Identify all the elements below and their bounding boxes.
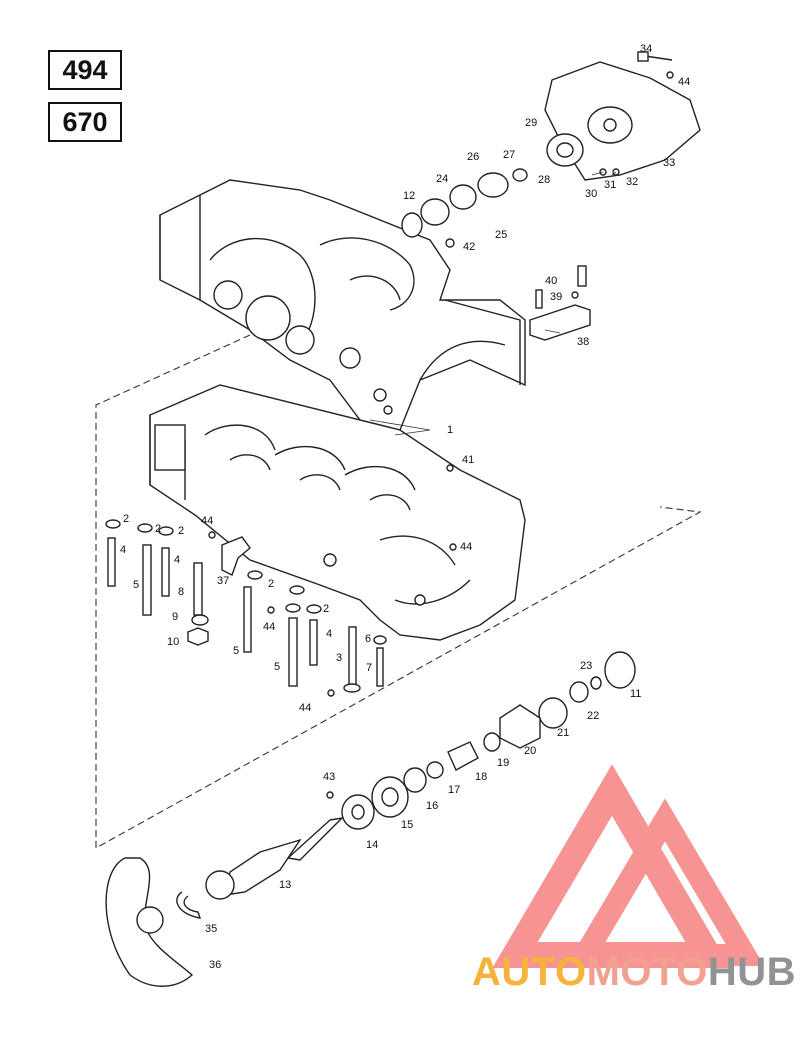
- callout-29: 29: [525, 117, 537, 129]
- model-code-label: 670: [62, 106, 108, 137]
- model-code-label: 494: [62, 54, 108, 85]
- callout-8: 8: [178, 586, 184, 598]
- callout-1: 1: [447, 424, 453, 436]
- callout-2-d: 2: [268, 578, 274, 590]
- callout-7: 7: [366, 662, 372, 674]
- callout-44-b: 44: [201, 515, 213, 527]
- callout-19: 19: [497, 757, 509, 769]
- callout-23: 23: [580, 660, 592, 672]
- lower-crankcase: [149, 384, 526, 641]
- brand-part-3: HUB: [707, 950, 797, 994]
- callout-27: 27: [503, 149, 515, 161]
- callout-43: 43: [323, 771, 335, 783]
- cover-assembly: [401, 51, 701, 248]
- callout-25: 25: [495, 229, 507, 241]
- fasteners: [105, 464, 457, 697]
- callout-33: 33: [663, 157, 675, 169]
- callout-37: 37: [217, 575, 229, 587]
- callout-5-b: 5: [233, 645, 239, 657]
- callout-36: 36: [209, 959, 221, 971]
- leader-lines: [369, 171, 617, 436]
- callout-42: 42: [463, 241, 475, 253]
- callout-18: 18: [475, 771, 487, 783]
- callout-22: 22: [587, 710, 599, 722]
- callout-17: 17: [448, 784, 460, 796]
- shaft-assembly: [105, 651, 636, 987]
- callout-9: 9: [172, 611, 178, 623]
- callout-4-b: 4: [174, 554, 180, 566]
- assembly-outline: [95, 334, 702, 849]
- callout-44-a: 44: [678, 76, 690, 88]
- callout-44-d: 44: [460, 541, 472, 553]
- brand-part-2: MOTO: [586, 950, 708, 994]
- callout-20: 20: [524, 745, 536, 757]
- callout-2-b: 2: [155, 523, 161, 535]
- callout-39: 39: [550, 291, 562, 303]
- callout-14: 14: [366, 839, 378, 851]
- callout-15: 15: [401, 819, 413, 831]
- callout-10: 10: [167, 636, 179, 648]
- callout-21: 21: [557, 727, 569, 739]
- callout-2-c: 2: [178, 525, 184, 537]
- callout-32: 32: [626, 176, 638, 188]
- callout-5-c: 5: [274, 661, 280, 673]
- callout-24: 24: [436, 173, 448, 185]
- callout-2-a: 2: [123, 513, 129, 525]
- callout-4-a: 4: [120, 544, 126, 556]
- callout-35: 35: [205, 923, 217, 935]
- callout-28: 28: [538, 174, 550, 186]
- callout-12: 12: [403, 190, 415, 202]
- callout-38: 38: [577, 336, 589, 348]
- callout-30: 30: [585, 188, 597, 200]
- bracket-assembly: [529, 265, 591, 341]
- model-code-box-494: 494: [48, 50, 122, 90]
- callout-2-e: 2: [323, 603, 329, 615]
- callout-11: 11: [630, 688, 641, 700]
- brand-part-1: AUTO: [472, 950, 587, 994]
- callout-3: 3: [336, 652, 342, 664]
- callout-41: 41: [462, 454, 474, 466]
- callout-31: 31: [604, 179, 616, 191]
- upper-crankcase: [159, 179, 526, 431]
- callout-6: 6: [365, 633, 371, 645]
- model-code-box-670: 670: [48, 102, 122, 142]
- callout-34: 34: [640, 43, 652, 55]
- callout-13: 13: [279, 879, 291, 891]
- callout-4-c: 4: [326, 628, 332, 640]
- watermark-logo: [492, 764, 765, 968]
- brand-wordmark: AUTOMOTOHUB: [472, 950, 796, 995]
- callout-44-e: 44: [299, 702, 311, 714]
- callout-labels: 34 44 29 33 26 27 28 30 31 32 24 12 25 4…: [120, 43, 690, 971]
- callout-44-c: 44: [263, 621, 275, 633]
- callout-40: 40: [545, 275, 557, 287]
- callout-16: 16: [426, 800, 438, 812]
- callout-5-a: 5: [133, 579, 139, 591]
- callout-26: 26: [467, 151, 479, 163]
